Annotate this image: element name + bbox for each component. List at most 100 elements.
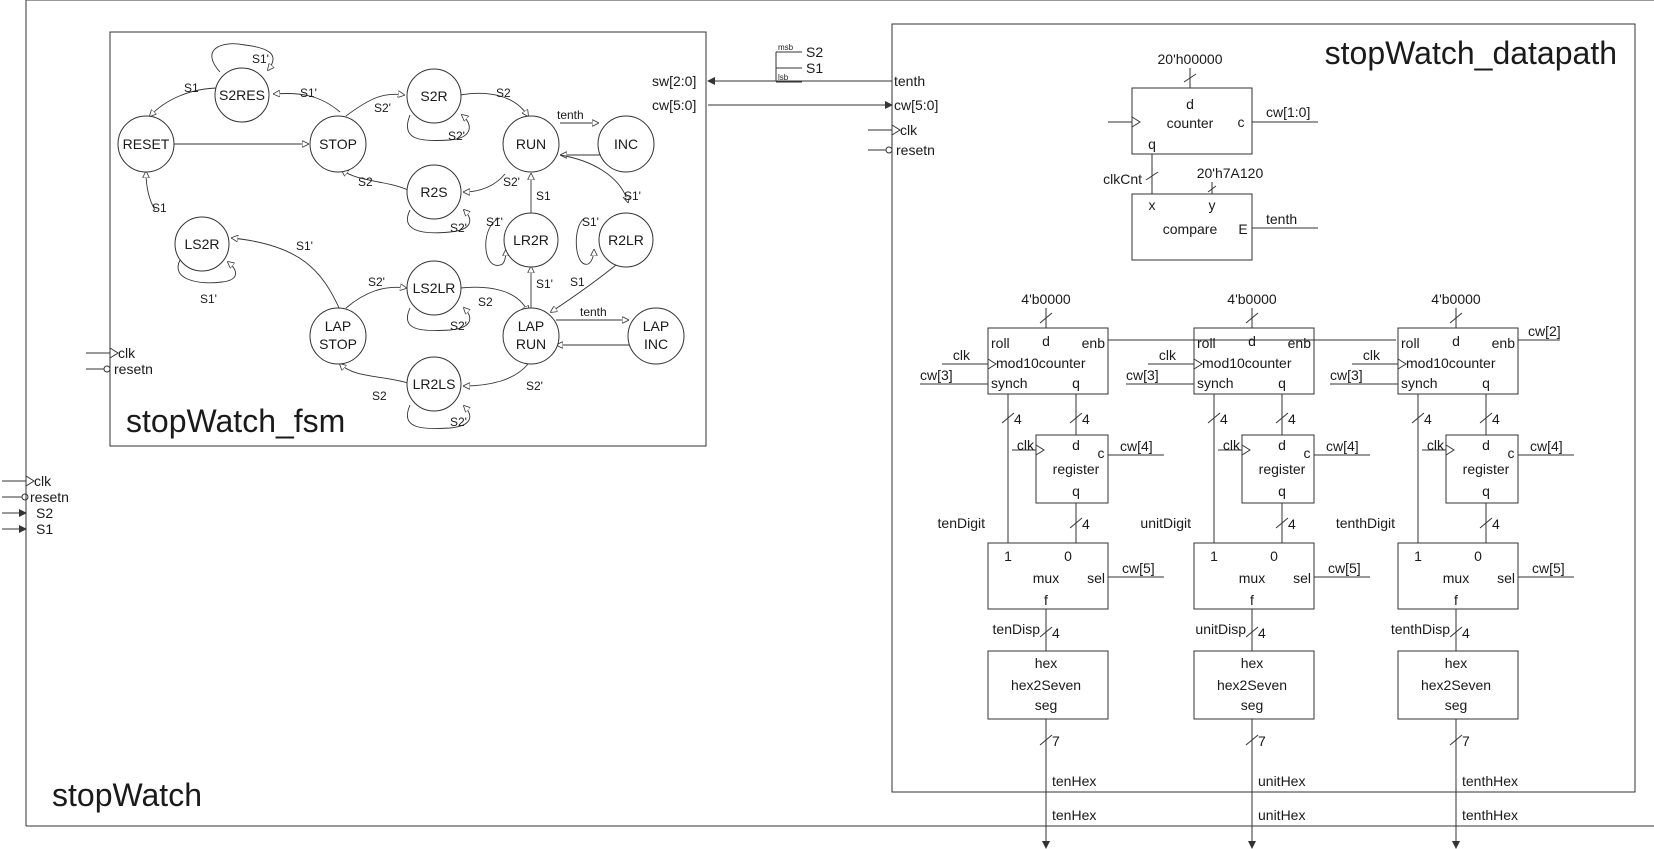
svg-text:enb: enb <box>1288 335 1312 351</box>
svg-text:hex2Seven: hex2Seven <box>1217 677 1287 693</box>
svg-text:4: 4 <box>1014 411 1022 427</box>
dp-port-resetn: resetn <box>896 142 935 158</box>
svg-text:S1': S1' <box>252 52 269 66</box>
fsm-ports: clk resetn <box>86 345 153 377</box>
svg-text:cw[5]: cw[5] <box>1532 560 1565 576</box>
svg-text:tenth: tenth <box>580 305 607 319</box>
svg-text:mux: mux <box>1239 570 1265 586</box>
mux-box <box>1193 542 1315 610</box>
svg-text:S1: S1 <box>152 201 167 215</box>
svg-text:synch: synch <box>1401 375 1438 391</box>
svg-text:S2R: S2R <box>420 88 447 104</box>
svg-text:clk: clk <box>1017 437 1035 453</box>
svg-text:LR2LS: LR2LS <box>413 376 456 392</box>
svg-text:S1': S1' <box>200 292 217 306</box>
svg-text:register: register <box>1053 461 1100 477</box>
state-ls2lr: LS2LR <box>406 260 462 316</box>
svg-text:20'h7A120: 20'h7A120 <box>1197 165 1264 181</box>
svg-text:RUN: RUN <box>516 136 546 152</box>
svg-text:clk: clk <box>953 347 971 363</box>
svg-text:4: 4 <box>1288 411 1296 427</box>
svg-text:S2: S2 <box>358 175 373 189</box>
svg-text:d: d <box>1278 437 1286 453</box>
svg-text:S1: S1 <box>536 189 551 203</box>
svg-text:mux: mux <box>1443 570 1469 586</box>
state-lap-run: LAP RUN <box>502 307 560 365</box>
svg-text:d: d <box>1072 437 1080 453</box>
svg-text:clk: clk <box>1427 437 1445 453</box>
interconnect: msb lsb S2 S1 sw[2:0] cw[5:0] tenth <box>652 43 925 113</box>
svg-text:1: 1 <box>1414 548 1422 564</box>
svg-text:enb: enb <box>1492 335 1516 351</box>
svg-text:synch: synch <box>1197 375 1234 391</box>
svg-text:S1': S1' <box>486 215 503 229</box>
svg-text:S2: S2 <box>372 389 387 403</box>
svg-text:hex2Seven: hex2Seven <box>1421 677 1491 693</box>
state-stop: STOP <box>309 115 367 173</box>
fsm-transitions <box>146 87 632 386</box>
mux-box <box>987 542 1109 610</box>
cw-bus-label: cw[5:0] <box>652 97 696 113</box>
hex2sevenseg-box <box>1397 650 1519 720</box>
svg-text:S1: S1 <box>184 81 199 95</box>
svg-text:4: 4 <box>1492 516 1500 532</box>
dp-port-clk: clk <box>900 122 918 138</box>
state-inc: INC <box>597 115 655 173</box>
hex-output-label: tenHex <box>1052 773 1096 789</box>
state-lap-stop: LAP STOP <box>309 307 367 365</box>
svg-text:mux: mux <box>1033 570 1059 586</box>
fsm-port-resetn: resetn <box>114 361 153 377</box>
svg-text:S1': S1' <box>536 277 553 291</box>
svg-text:cw[2]: cw[2] <box>1528 323 1561 339</box>
svg-text:4'b0000: 4'b0000 <box>1227 291 1277 307</box>
svg-text:S1: S1 <box>570 275 585 289</box>
svg-text:sel: sel <box>1087 570 1105 586</box>
svg-text:R2S: R2S <box>420 184 447 200</box>
svg-text:x: x <box>1149 197 1156 213</box>
svg-text:hex2Seven: hex2Seven <box>1011 677 1081 693</box>
svg-text:d: d <box>1186 96 1194 112</box>
svg-text:hex: hex <box>1035 655 1058 671</box>
svg-text:4: 4 <box>1082 516 1090 532</box>
svg-text:roll: roll <box>991 335 1010 351</box>
svg-text:S2: S2 <box>478 295 493 309</box>
stopwatch-title: stopWatch <box>52 777 202 813</box>
svg-text:sel: sel <box>1497 570 1515 586</box>
svg-text:R2LR: R2LR <box>608 232 644 248</box>
svg-text:cw[3]: cw[3] <box>920 367 953 383</box>
tenth-label: tenth <box>894 73 925 89</box>
svg-text:INC: INC <box>644 336 668 352</box>
port-clk-label: clk <box>34 473 52 489</box>
state-lap-inc: LAP INC <box>627 307 685 365</box>
state-lr2r: LR2R <box>503 212 559 268</box>
svg-text:q: q <box>1072 483 1080 499</box>
svg-text:STOP: STOP <box>319 136 357 152</box>
svg-text:1: 1 <box>1004 548 1012 564</box>
svg-text:sel: sel <box>1293 570 1311 586</box>
msb-label: msb <box>778 43 794 52</box>
svg-text:c: c <box>1304 445 1311 461</box>
svg-text:register: register <box>1259 461 1306 477</box>
svg-text:tenth: tenth <box>557 108 584 122</box>
state-lr2ls: LR2LS <box>406 356 462 412</box>
mux-box <box>1397 542 1519 610</box>
svg-text:c: c <box>1238 114 1245 130</box>
svg-text:q: q <box>1482 375 1490 391</box>
svg-text:seg: seg <box>1035 697 1058 713</box>
svg-text:4: 4 <box>1258 625 1266 641</box>
svg-text:c: c <box>1098 445 1105 461</box>
svg-text:unitDigit: unitDigit <box>1140 515 1191 531</box>
bus-s2-label: S2 <box>806 44 823 60</box>
svg-text:S2RES: S2RES <box>219 87 265 103</box>
hex-output-label: tenthHex <box>1462 773 1518 789</box>
svg-text:S2': S2' <box>368 275 385 289</box>
state-run: RUN <box>502 115 560 173</box>
svg-text:roll: roll <box>1401 335 1420 351</box>
counter-block: 20'h00000 d counter c q cw[1:0] clkCnt <box>1103 51 1318 194</box>
hex2sevenseg-box <box>987 650 1109 720</box>
